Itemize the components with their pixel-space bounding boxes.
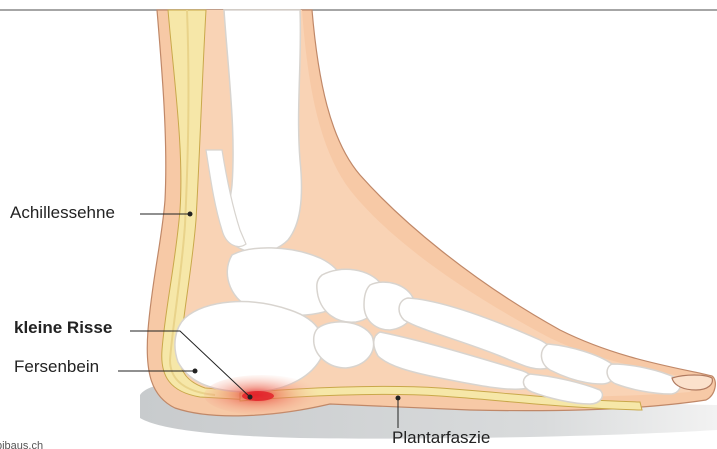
inflammation-core (242, 391, 274, 401)
leader-dot-achilles (188, 212, 193, 217)
label-achilles-tendon: Achillessehne (10, 203, 115, 223)
leader-dot-plantar-fascia (396, 396, 401, 401)
leader-dot-tears (248, 395, 253, 400)
label-heel-bone: Fersenbein (14, 357, 99, 377)
source-credit: pibaus.ch (0, 440, 43, 449)
label-plantar-fascia: Plantarfaszie (392, 428, 490, 448)
leader-dot-heel-bone (193, 369, 198, 374)
label-small-tears: kleine Risse (14, 318, 112, 338)
